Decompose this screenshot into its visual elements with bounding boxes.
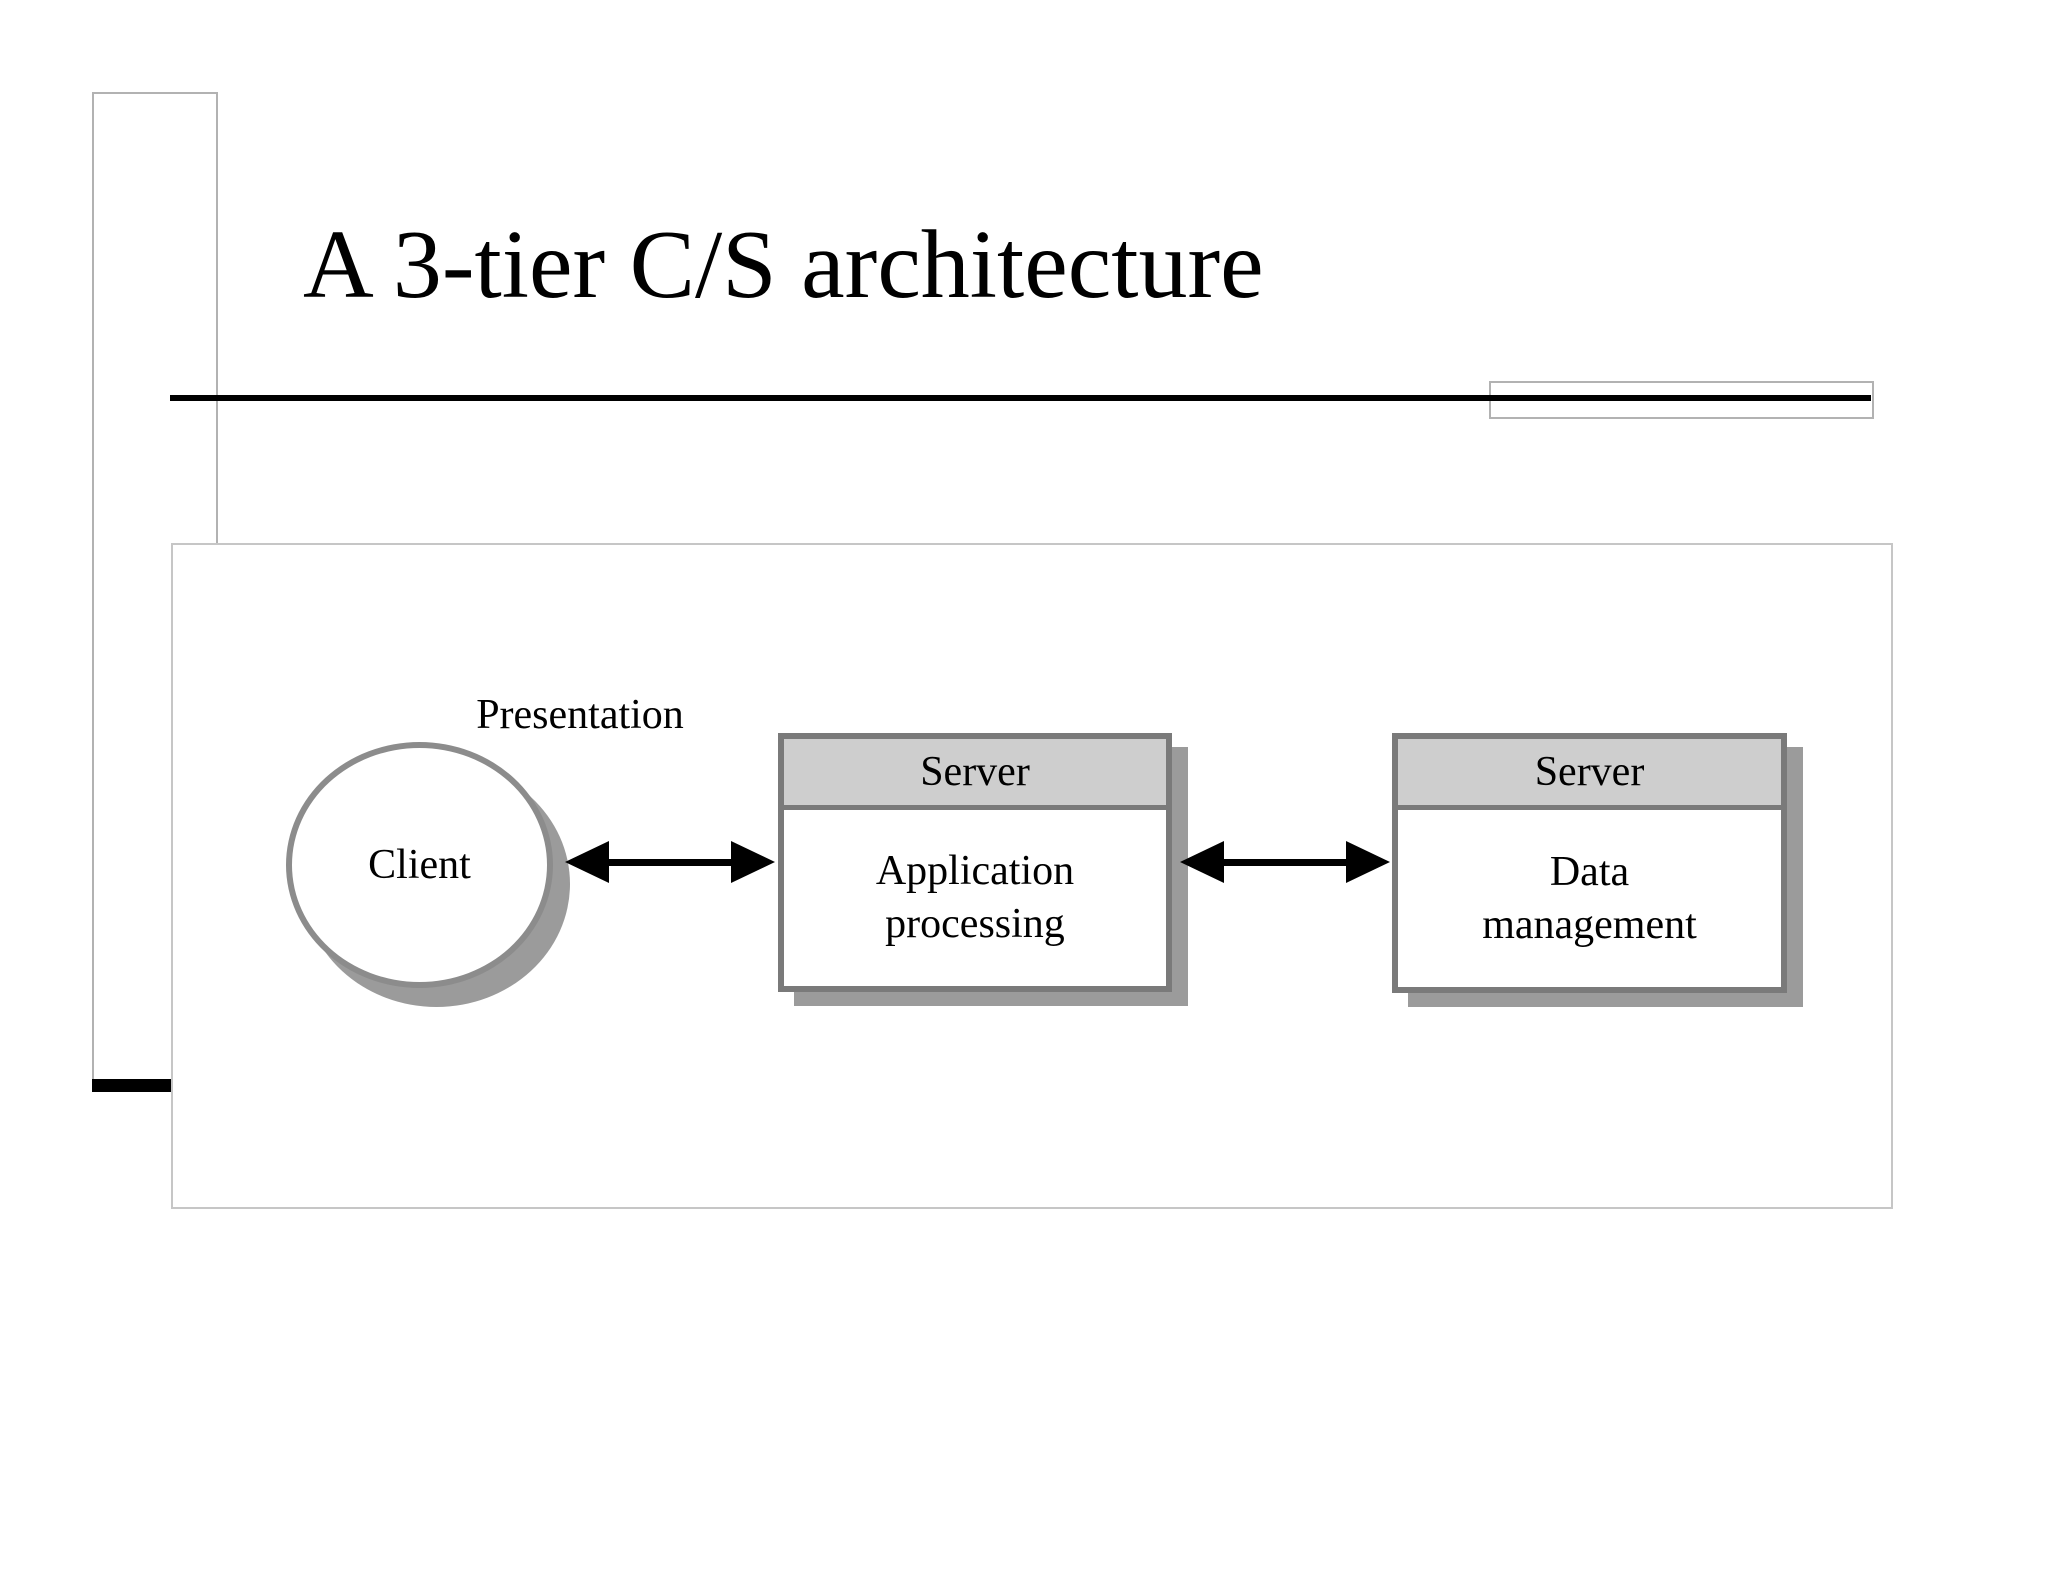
accent-dash [92,1079,171,1092]
data-server-header-label: Server [1534,749,1645,795]
appserver-dataserver-arrow [1180,841,1390,883]
data-server-body-line: Data [1549,848,1630,895]
arrowhead-right-icon [731,841,775,883]
presentation-label: Presentation [476,692,684,738]
app-server-body-line: processing [885,901,1065,947]
app-server-body: Application processing [784,810,1166,986]
title-rule [170,395,1871,401]
data-server-body-line: management [1482,901,1697,948]
slide-title: A 3-tier C/S architecture [303,211,1264,319]
client-label: Client [368,842,471,888]
app-server-box: Server Application processing [778,733,1172,992]
data-server-header: Server [1398,739,1781,810]
app-server-header-label: Server [920,749,1030,795]
arrowhead-right-icon [1346,841,1390,883]
client-circle: Client [286,742,553,988]
app-server-body-line: Application [875,848,1075,894]
arrow-shaft [1216,858,1354,866]
app-server-header: Server [784,739,1166,810]
data-server-box: Server Data management [1392,733,1787,993]
arrow-shaft [601,858,739,866]
data-server-body: Data management [1398,810,1781,987]
client-appserver-arrow [565,841,775,883]
